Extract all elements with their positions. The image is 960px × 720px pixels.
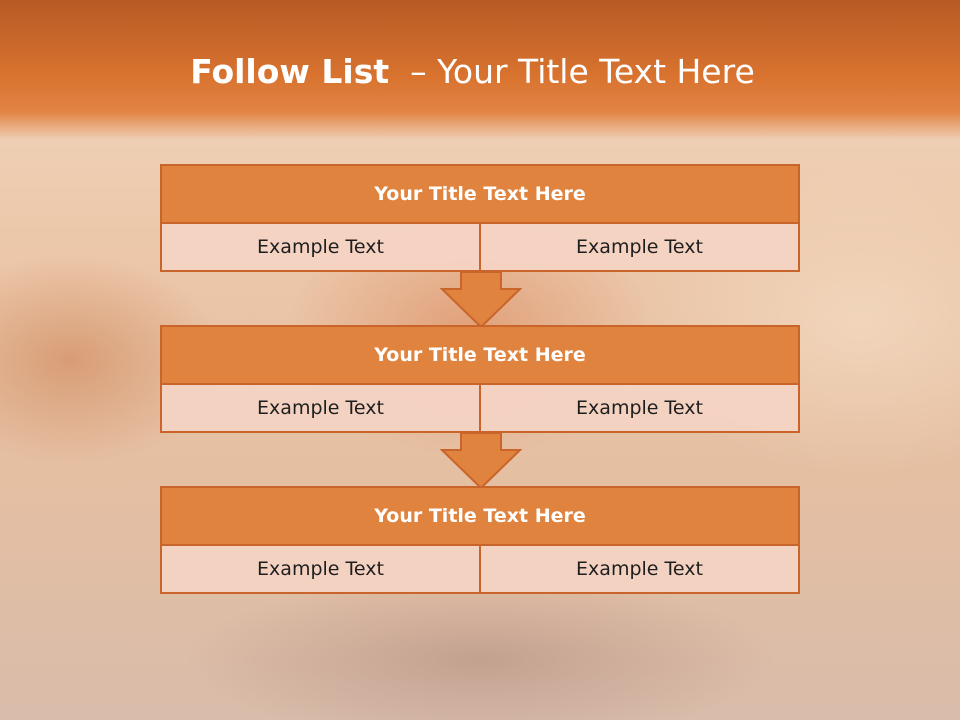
block-cell-left: Example Text bbox=[162, 546, 479, 592]
block-cell-right: Example Text bbox=[479, 546, 798, 592]
block-row: Example Text Example Text bbox=[162, 224, 798, 270]
down-arrow-icon bbox=[440, 432, 522, 490]
down-arrow-icon bbox=[440, 271, 522, 329]
block-title: Your Title Text Here bbox=[162, 327, 798, 385]
block-row: Example Text Example Text bbox=[162, 546, 798, 592]
block-row: Example Text Example Text bbox=[162, 385, 798, 431]
list-block-3: Your Title Text Here Example Text Exampl… bbox=[160, 486, 800, 594]
block-cell-left: Example Text bbox=[162, 224, 479, 270]
list-block-2: Your Title Text Here Example Text Exampl… bbox=[160, 325, 800, 433]
block-cell-left: Example Text bbox=[162, 385, 479, 431]
block-cell-right: Example Text bbox=[479, 224, 798, 270]
block-title: Your Title Text Here bbox=[162, 488, 798, 546]
slide-title-rest: – Your Title Text Here bbox=[410, 52, 755, 91]
list-block-1: Your Title Text Here Example Text Exampl… bbox=[160, 164, 800, 272]
block-cell-right: Example Text bbox=[479, 385, 798, 431]
slide-title-bold: Follow List bbox=[190, 52, 390, 91]
slide-title: Follow List – Your Title Text Here bbox=[0, 52, 945, 91]
title-band bbox=[0, 0, 960, 140]
block-title: Your Title Text Here bbox=[162, 166, 798, 224]
